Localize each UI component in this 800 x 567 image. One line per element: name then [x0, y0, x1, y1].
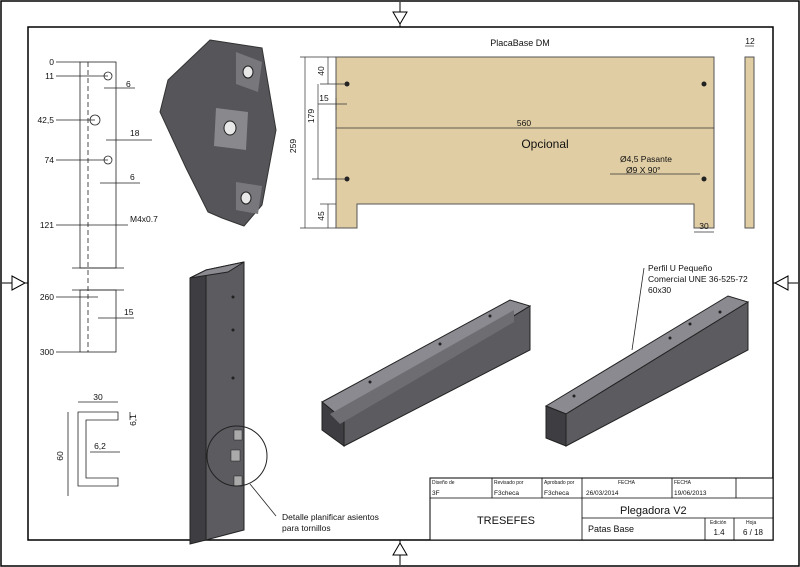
lbl-revisado: Revisado por	[494, 480, 524, 486]
edition-value: 1.4	[713, 528, 725, 537]
dim-560: 560	[517, 118, 531, 128]
detail-note-2: para tornillos	[282, 523, 331, 533]
profile-note-1: Perfil U Pequeño	[648, 263, 713, 273]
val-diseno: 3F	[432, 490, 440, 497]
detail-render	[159, 39, 277, 227]
tick-260: 260	[40, 292, 54, 302]
profile-note-3: 60x30	[648, 285, 671, 295]
plate-title: PlacaBase DM	[490, 38, 550, 48]
val-fecha-2: 19/06/2013	[674, 490, 707, 497]
dim-6a: 6	[126, 79, 131, 89]
thread-label: M4x0.7	[130, 214, 158, 224]
dim-30-section: 30	[93, 392, 103, 402]
profile-note-2: Comercial UNE 36-525-72	[648, 274, 748, 284]
val-revisado: F3checa	[494, 490, 519, 497]
project-name: Plegadora V2	[620, 505, 687, 517]
tick-11: 11	[45, 71, 54, 81]
dim-15: 15	[319, 93, 329, 103]
company-name: TRESEFES	[477, 515, 535, 527]
lbl-diseno: Diseño de	[432, 480, 455, 486]
profile-render-left	[321, 299, 532, 447]
detail-note-1: Detalle planificar asientos	[282, 512, 379, 522]
dim-45: 45	[316, 211, 326, 221]
dim-6-2: 6,2	[94, 441, 106, 451]
dim-259: 259	[288, 139, 298, 153]
lbl-hoja: Hoja	[746, 520, 757, 526]
profile-tick-labels: 0 11 42,5 74 121 260 300 6 18 6 M4x0.7 1…	[37, 57, 158, 357]
tick-0: 0	[49, 57, 54, 67]
title-block: Diseño de Revisado por Aprobado por FECH…	[429, 477, 774, 541]
lbl-aprobado: Aprobado por	[544, 480, 575, 486]
tick-300: 300	[40, 347, 54, 357]
dim-30: 30	[699, 221, 709, 231]
u-section-view	[67, 401, 131, 496]
dim-6-1: 6,1	[128, 414, 138, 426]
tick-74: 74	[45, 155, 55, 165]
lbl-fecha-2: FECHA	[674, 480, 692, 486]
dim-6b: 6	[130, 172, 135, 182]
dim-179: 179	[306, 109, 316, 123]
plate-face	[335, 56, 715, 229]
section-dim-labels: 30 60 6,2 6,1	[55, 392, 138, 461]
dim-12: 12	[745, 36, 755, 46]
dim-15-profile: 15	[124, 307, 134, 317]
base-plate: Opcional	[335, 56, 715, 229]
val-fecha-1: 26/03/2014	[586, 490, 619, 497]
plate-hole	[701, 81, 707, 87]
profile-side-view	[56, 61, 152, 353]
plate-side-view	[744, 56, 755, 229]
sheet-number: 6 / 18	[743, 528, 764, 537]
tick-121: 121	[40, 220, 54, 230]
plate-dimensions	[300, 45, 754, 233]
lbl-fecha-1: FECHA	[618, 480, 636, 486]
part-name: Patas Base	[588, 524, 634, 534]
dim-60-section: 60	[55, 451, 65, 461]
hole-note-2: Ø9 X 90°	[626, 165, 661, 175]
vertical-profile-render	[189, 261, 277, 545]
plate-dim-labels: 259 40 179 45 15 560 30 12 Ø4,5 Pasante …	[288, 36, 755, 231]
tick-42-5: 42,5	[37, 115, 54, 125]
val-aprobado: F3checa	[544, 490, 569, 497]
lbl-edicion: Edición	[710, 520, 727, 526]
dim-18: 18	[130, 128, 140, 138]
dim-40: 40	[316, 66, 326, 76]
plate-hole	[701, 176, 707, 182]
plate-label: Opcional	[521, 137, 568, 151]
hole-note-1: Ø4,5 Pasante	[620, 154, 672, 164]
profile-render-right	[544, 267, 750, 447]
